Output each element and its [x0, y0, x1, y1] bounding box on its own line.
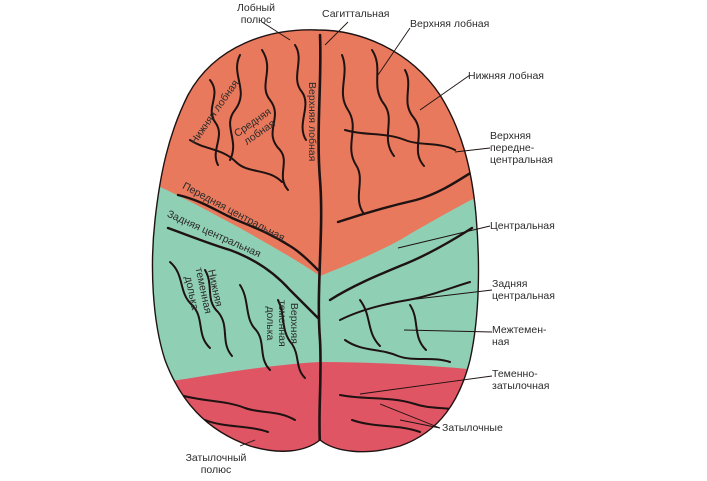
label-sagittal-text: Сагиттальная [322, 8, 390, 20]
label-postcentral-text: Задняя центральная [492, 278, 555, 302]
label-parieto-occipital: Теменно- затылочная [492, 368, 549, 392]
label-lines [239, 21, 493, 447]
label-occipital-pole: Затылочный полюс [176, 452, 256, 476]
label-inferior-frontal: Нижняя лобная [468, 70, 544, 82]
inner-superior-parietal-text: Верхняя теменная долька [264, 300, 300, 347]
label-central: Центральная [490, 220, 555, 232]
label-superior-precentral-text: Верхняя передне- центральная [490, 130, 553, 166]
label-occipital-pole-text: Затылочный полюс [185, 452, 247, 476]
label-frontal-pole-text: Лобный полюс [237, 2, 275, 26]
label-sagittal: Сагиттальная [322, 8, 390, 20]
sulci [166, 33, 474, 447]
inner-superior-parietal: Верхняя теменная долька [264, 300, 300, 347]
label-frontal-pole: Лобный полюс [224, 2, 288, 26]
inner-superior-frontal-text: Верхняя лобная [306, 82, 318, 162]
label-superior-frontal: Верхняя лобная [410, 18, 489, 30]
inner-superior-frontal: Верхняя лобная [306, 82, 318, 161]
label-superior-frontal-text: Верхняя лобная [410, 18, 490, 30]
label-postcentral: Задняя центральная [492, 278, 555, 302]
label-occipital: Затылочные [442, 422, 503, 434]
label-inferior-frontal-text: Нижняя лобная [468, 70, 544, 82]
label-intraparietal-text: Межтемен- ная [492, 324, 547, 348]
label-superior-precentral: Верхняя передне- центральная [490, 130, 553, 166]
label-central-text: Центральная [490, 220, 555, 232]
label-occipital-text: Затылочные [442, 422, 503, 434]
label-parieto-occipital-text: Теменно- затылочная [492, 368, 550, 392]
label-intraparietal: Межтемен- ная [492, 324, 547, 348]
